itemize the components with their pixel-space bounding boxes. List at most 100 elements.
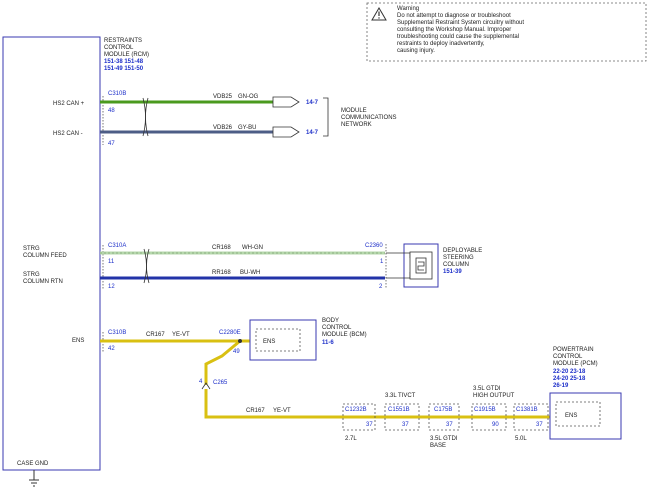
pin-90: 90 (492, 422, 499, 428)
ens-label: ENS (72, 338, 84, 344)
hs2-can-minus-label: HS2 CAN - (53, 131, 83, 137)
pcm-label: POWERTRAIN (553, 347, 594, 353)
pin-37: 37 (536, 422, 543, 428)
warning-line: causing injury. (397, 48, 435, 54)
wire-circuit-label: CR168 (212, 245, 231, 251)
warning-triangle-icon (371, 7, 387, 21)
warning-line: Supplemental Restraint System circuitry … (397, 20, 524, 26)
strg-rtn-label: COLUMN RTN (23, 279, 63, 285)
strg-feed-label: COLUMN FEED (23, 253, 67, 259)
wire-circuit-label: CR167 (146, 332, 165, 338)
wire-cr168: C310A 11 CR168 WH-GN C2360 1 (100, 243, 385, 265)
case-gnd-label: CASE GND (17, 461, 49, 467)
network-bracket: MODULE COMMUNICATIONS NETWORK (323, 97, 397, 137)
warning-line: Do not attempt to diagnose or troublesho… (397, 13, 511, 19)
twisted-pair-icon (143, 248, 150, 284)
pin-11: 11 (108, 259, 115, 265)
pin-48: 48 (108, 108, 115, 114)
pin-37: 37 (402, 422, 409, 428)
network-ref[interactable]: 14-7 (306, 100, 319, 106)
pcm-ref[interactable]: 24-20 25-18 (553, 376, 586, 382)
hs2-can-plus-label: HS2 CAN + (53, 101, 85, 107)
connector-c1551b-label: C1551B (388, 407, 410, 413)
wire-cr167-bcm: C310B 42 CR167 YE-VT C2280E 49 (100, 330, 250, 355)
variant-label: 5.0L (515, 436, 527, 442)
pcm-ens-label: ENS (565, 413, 577, 419)
wire-circuit-label: RR168 (212, 270, 231, 276)
steering-label: COLUMN (443, 262, 469, 268)
wire-cr167-pcm (204, 339, 550, 419)
wire-vdb26: 47 VDB26 GY-BU 14-7 (100, 125, 319, 147)
warning-line: troubleshooting could cause the suppleme… (397, 34, 519, 40)
twisted-pair-icon (142, 97, 149, 137)
bcm-ens-label: ENS (263, 339, 275, 345)
pcm-ref[interactable]: 26-19 (553, 383, 569, 389)
bcm-module: ENS BODY CONTROL MODULE (BCM) 11-6 (249, 318, 367, 361)
variant-label: 3.3L TIVCT (385, 393, 416, 399)
network-arrow-icon (272, 126, 300, 138)
wire-color-label: GN-OG (238, 94, 259, 100)
warning-line: restraints to deploy inadvertently, (397, 41, 485, 47)
bcm-label: MODULE (BCM) (322, 332, 367, 338)
variant-label: 3.5L GTDI (473, 386, 501, 392)
wire-circuit-label: CR167 (246, 408, 265, 414)
connector-c1381b-label: C1381B (516, 407, 538, 413)
pin-1: 1 (380, 259, 384, 265)
connector-c310b-label: C310B (108, 330, 126, 336)
wire-color-label: GY-BU (238, 125, 256, 131)
variant-label: 3.5L GTDI (430, 436, 458, 442)
wire-color-label: YE-VT (273, 408, 291, 414)
connector-c2360-label: C2360 (365, 243, 383, 249)
strg-feed-label: STRG (23, 246, 40, 252)
network-ref[interactable]: 14-7 (306, 130, 319, 136)
pin-4: 4 (199, 379, 203, 385)
pin-42: 42 (108, 346, 115, 352)
pcm-label: MODULE (PCM) (553, 361, 598, 367)
pcm-ref[interactable]: 22-20 23-18 (553, 369, 586, 375)
steering-label: DEPLOYABLE (443, 248, 482, 254)
rcm-title: MODULE (RCM) (104, 52, 149, 58)
connector-c2280e-label: C2280E (219, 330, 241, 336)
variant-label: BASE (430, 443, 446, 449)
steering-label: STEERING (443, 255, 474, 261)
bcm-label: BODY (322, 318, 339, 324)
network-label: MODULE (341, 108, 367, 114)
steering-ref[interactable]: 151-39 (443, 269, 462, 275)
wire-rr168: 12 RR168 BU-WH 2 (100, 270, 385, 290)
connector-c265: 4 C265 (199, 379, 228, 390)
rcm-title: RESTRAINTS (104, 38, 142, 44)
wire-color-label: YE-VT (172, 332, 190, 338)
network-label: NETWORK (341, 122, 372, 128)
connector-c1915b-label: C1915B (474, 407, 496, 413)
pin-37: 37 (366, 422, 373, 428)
warning-line: consulting the Workshop Manual. Improper (397, 27, 511, 33)
rcm-title: CONTROL (104, 45, 134, 51)
connector-c265-label: C265 (213, 380, 228, 386)
variant-label: 2.7L (345, 436, 357, 442)
bcm-ref[interactable]: 11-6 (322, 340, 334, 346)
variant-label: HIGH OUTPUT (473, 393, 515, 399)
pin-49: 49 (233, 349, 240, 355)
wire-vdb25: C310B 48 VDB25 GN-OG 14-7 (100, 91, 319, 114)
network-arrow-icon (272, 96, 300, 108)
variant-connectors: C1232B C1551B C175B C1915B C1381B 37 37 … (342, 386, 549, 449)
connector-c1232b-label: C1232B (345, 407, 367, 413)
pcm-label: CONTROL (553, 354, 583, 360)
connector-c310a-label: C310A (108, 243, 126, 249)
pin-37: 37 (446, 422, 453, 428)
warning-line: Warning (397, 6, 419, 12)
steering-column-module: DEPLOYABLE STEERING COLUMN 151-39 (386, 243, 482, 288)
pcm-module: ENS POWERTRAIN CONTROL MODULE (PCM) 22-2… (549, 347, 622, 440)
connector-c175b-label: C175B (434, 407, 452, 413)
pin-47: 47 (108, 141, 115, 147)
wire-circuit-label: VDB25 (213, 94, 233, 100)
network-label: COMMUNICATIONS (341, 115, 397, 121)
wire-color-label: BU-WH (240, 270, 260, 276)
wire-circuit-label: VDB26 (213, 125, 233, 131)
splice-dot (238, 339, 242, 343)
wire-color-label: WH-GN (242, 245, 263, 251)
strg-rtn-label: STRG (23, 272, 40, 278)
bcm-label: CONTROL (322, 325, 352, 331)
rcm-ref: 151-38 151-48 (104, 59, 144, 65)
